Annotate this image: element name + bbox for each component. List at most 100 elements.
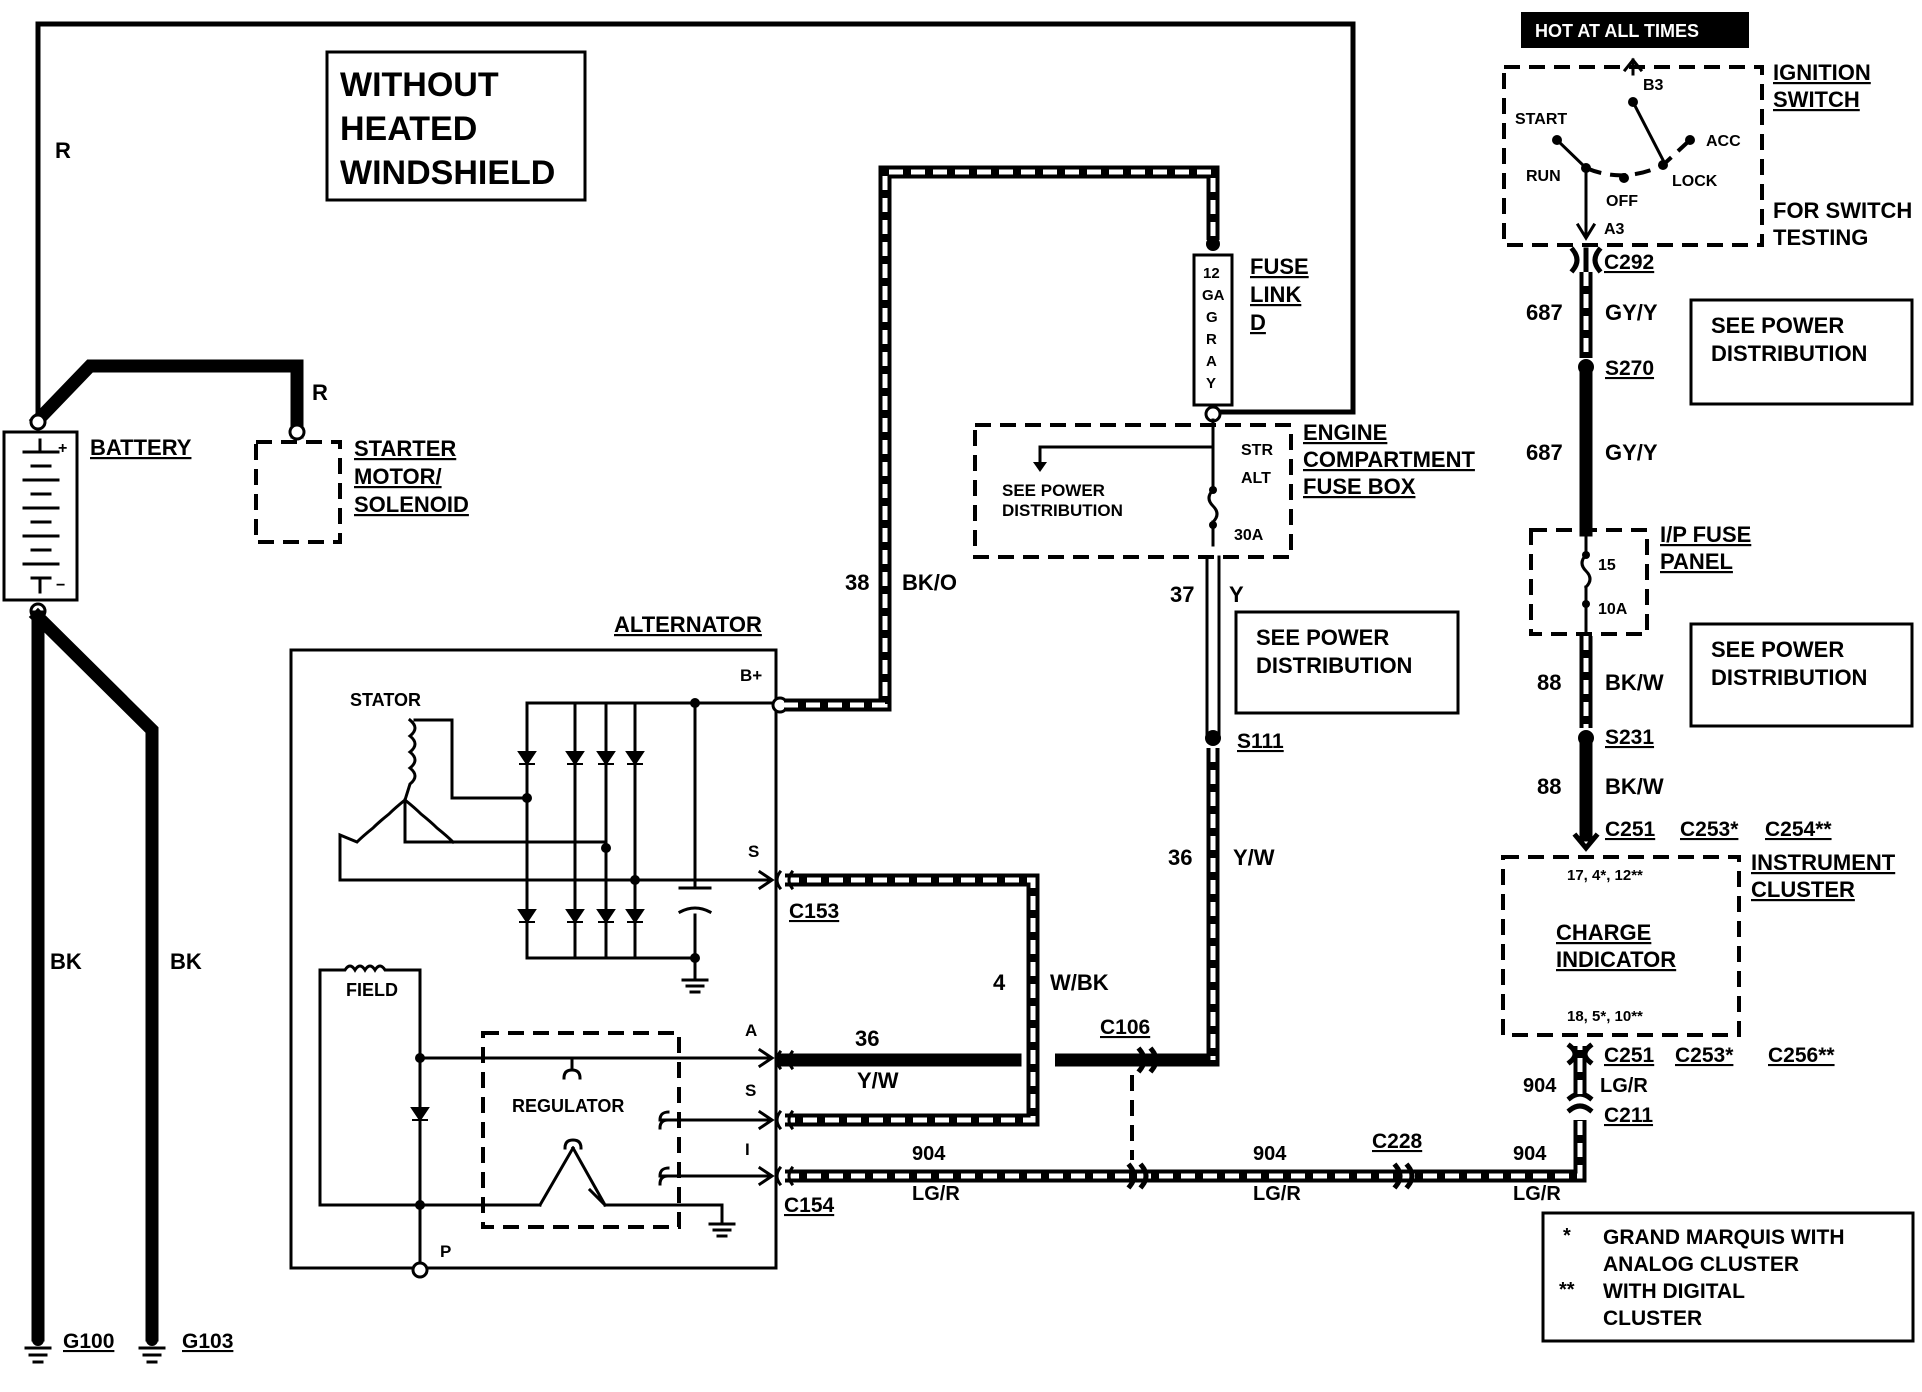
regulator-sense — [562, 1056, 582, 1080]
legend: * GRAND MARQUIS WITH ANALOG CLUSTER ** W… — [1541, 1211, 1915, 1343]
legend-text-2a: WITH DIGITAL — [1603, 1280, 1745, 1303]
fuse-alt: ALT — [1241, 470, 1271, 487]
battery-cells — [22, 438, 60, 594]
wire-38: 38 BK/O — [784, 165, 1220, 712]
stator-coil-1 — [403, 717, 417, 802]
ip-fuse-rating: 10A — [1598, 601, 1628, 618]
wire-36-alt-color: Y/W — [857, 1068, 899, 1093]
fuse-gauge-1: GA — [1202, 287, 1225, 304]
battery-symbol — [2, 430, 79, 602]
wire-88-circuit-2: 88 — [1537, 774, 1561, 799]
wire-38-circuit: 38 — [845, 570, 869, 595]
starter-terminal — [288, 423, 306, 441]
wire-904-circuit-1: 904 — [912, 1143, 946, 1165]
terminal-b-plus: B+ — [740, 666, 762, 685]
connector-c253-bottom: C253* — [1675, 1044, 1734, 1067]
legend-text-1a: GRAND MARQUIS WITH — [1603, 1226, 1844, 1249]
alternator-housing — [289, 648, 778, 1270]
wire-904-color-2: LG/R — [1253, 1183, 1301, 1205]
connector-c106: C106 — [1100, 1016, 1150, 1039]
instrument-cluster-box — [1501, 855, 1741, 1037]
battery-plus-sign: + — [58, 440, 67, 457]
battery-minus-sign: − — [56, 577, 65, 594]
charge-indicator-2: INDICATOR — [1556, 947, 1676, 972]
fuse-link-label-2: LINK — [1250, 282, 1301, 307]
ignition-title-2: SWITCH — [1773, 87, 1860, 112]
ground-label-g103: G103 — [182, 1330, 233, 1353]
wire-904-circuit-4: 904 — [1523, 1075, 1557, 1097]
starter-label-3: SOLENOID — [354, 492, 469, 517]
engine-box-title-1: ENGINE — [1303, 420, 1387, 445]
wire-36-circuit: 36 — [1168, 845, 1192, 870]
see-power-box-2: SEE POWER DISTRIBUTION — [1689, 298, 1914, 406]
terminal-i: I — [745, 1140, 750, 1159]
ignition-note-2: TESTING — [1773, 225, 1868, 250]
ip-panel-title-1: I/P FUSE — [1660, 522, 1751, 547]
cluster-pins-bottom: 18, 5*, 10** — [1567, 1008, 1643, 1025]
field-label: FIELD — [346, 980, 398, 1000]
starter-label-1: STARTER — [354, 436, 456, 461]
terminal-a: A — [745, 1021, 757, 1040]
switch-lever — [1630, 99, 1666, 163]
fuse-link-body — [1192, 253, 1234, 407]
regulator-label: REGULATOR — [512, 1096, 624, 1116]
wire-38-color: BK/O — [902, 570, 957, 595]
connector-c106-group: C106 — [1100, 1016, 1159, 1160]
see-power-box-1: SEE POWER DISTRIBUTION — [1234, 610, 1460, 715]
legend-text-1b: ANALOG CLUSTER — [1603, 1253, 1799, 1276]
fuse-str: STR — [1241, 442, 1273, 459]
wire-904: C154 904 LG/R 904 LG/R C228 904 LG/R C21… — [775, 1046, 1653, 1217]
fuse-gauge-2: G — [1206, 309, 1218, 326]
splice-s270-label: S270 — [1605, 357, 1654, 380]
stator-label: STATOR — [350, 690, 421, 710]
splice-s111 — [1205, 730, 1221, 746]
see-power-2-line-1: SEE POWER — [1711, 313, 1844, 338]
legend-mark-1: * — [1563, 1225, 1571, 1247]
wire-label-bk-2: BK — [170, 949, 202, 974]
fuse-gauge-0: 12 — [1203, 265, 1220, 282]
title-line-3: WINDSHIELD — [340, 154, 555, 192]
wire-687-circuit-2: 687 — [1526, 440, 1563, 465]
charge-indicator-1: CHARGE — [1556, 920, 1651, 945]
connector-c154: C154 — [784, 1194, 835, 1217]
ignition-switch: HOT AT ALL TIMES B3 START RUN OFF LOCK A… — [1502, 12, 1912, 250]
see-power-1-line-1: SEE POWER — [1256, 625, 1389, 650]
starter-motor: STARTER MOTOR/ SOLENOID — [254, 436, 469, 544]
wire-label-bk-1: BK — [50, 949, 82, 974]
connector-c251-top: C251 — [1605, 818, 1656, 841]
hot-at-all-times-banner — [1521, 12, 1749, 48]
engine-box-inner-2: DISTRIBUTION — [1002, 501, 1123, 520]
engine-box-title-3: FUSE BOX — [1303, 474, 1416, 499]
see-power-3-line-1: SEE POWER — [1711, 637, 1844, 662]
starter-label-2: MOTOR/ — [354, 464, 442, 489]
starter-box — [254, 440, 342, 544]
ip-fuse-panel-box — [1529, 528, 1649, 636]
position-lock: LOCK — [1672, 173, 1718, 190]
p-terminal — [411, 1261, 429, 1279]
fuse-link-label-3: D — [1250, 310, 1266, 335]
ignition-title-1: IGNITION — [1773, 60, 1871, 85]
wire-687-color-2: GY/Y — [1605, 440, 1658, 465]
wire-687-color-1: GY/Y — [1605, 300, 1658, 325]
wire-4-circuit: 4 — [993, 970, 1006, 995]
wire-904-circuit-2: 904 — [1253, 1143, 1287, 1165]
splice-s231-label: S231 — [1605, 726, 1654, 749]
terminal-s-bottom: S — [745, 1081, 756, 1100]
red-wire-to-fuse-link — [35, 21, 1356, 423]
harness-c153: C153 4 W/BK — [775, 869, 1109, 1131]
connector-c211: C211 — [1604, 1104, 1653, 1127]
connector-c251-bottom: C251 — [1604, 1044, 1655, 1067]
field-winding — [318, 964, 422, 1060]
field-diode — [410, 1107, 430, 1122]
wire-687-circuit-1: 687 — [1526, 300, 1563, 325]
title-line-1: WITHOUT — [340, 66, 499, 104]
position-run: RUN — [1526, 168, 1561, 185]
wire-4-color: W/BK — [1050, 970, 1109, 995]
ignition-note-1: FOR SWITCH — [1773, 198, 1912, 223]
ground-label-g100: G100 — [63, 1330, 114, 1353]
regulator-transistor — [537, 1138, 608, 1208]
position-start: START — [1515, 111, 1567, 128]
wire-88-color-2: BK/W — [1605, 774, 1664, 799]
fuse-link-d: 12 GA G R A Y FUSE LINK D — [1192, 237, 1309, 423]
see-power-2-line-2: DISTRIBUTION — [1711, 341, 1867, 366]
